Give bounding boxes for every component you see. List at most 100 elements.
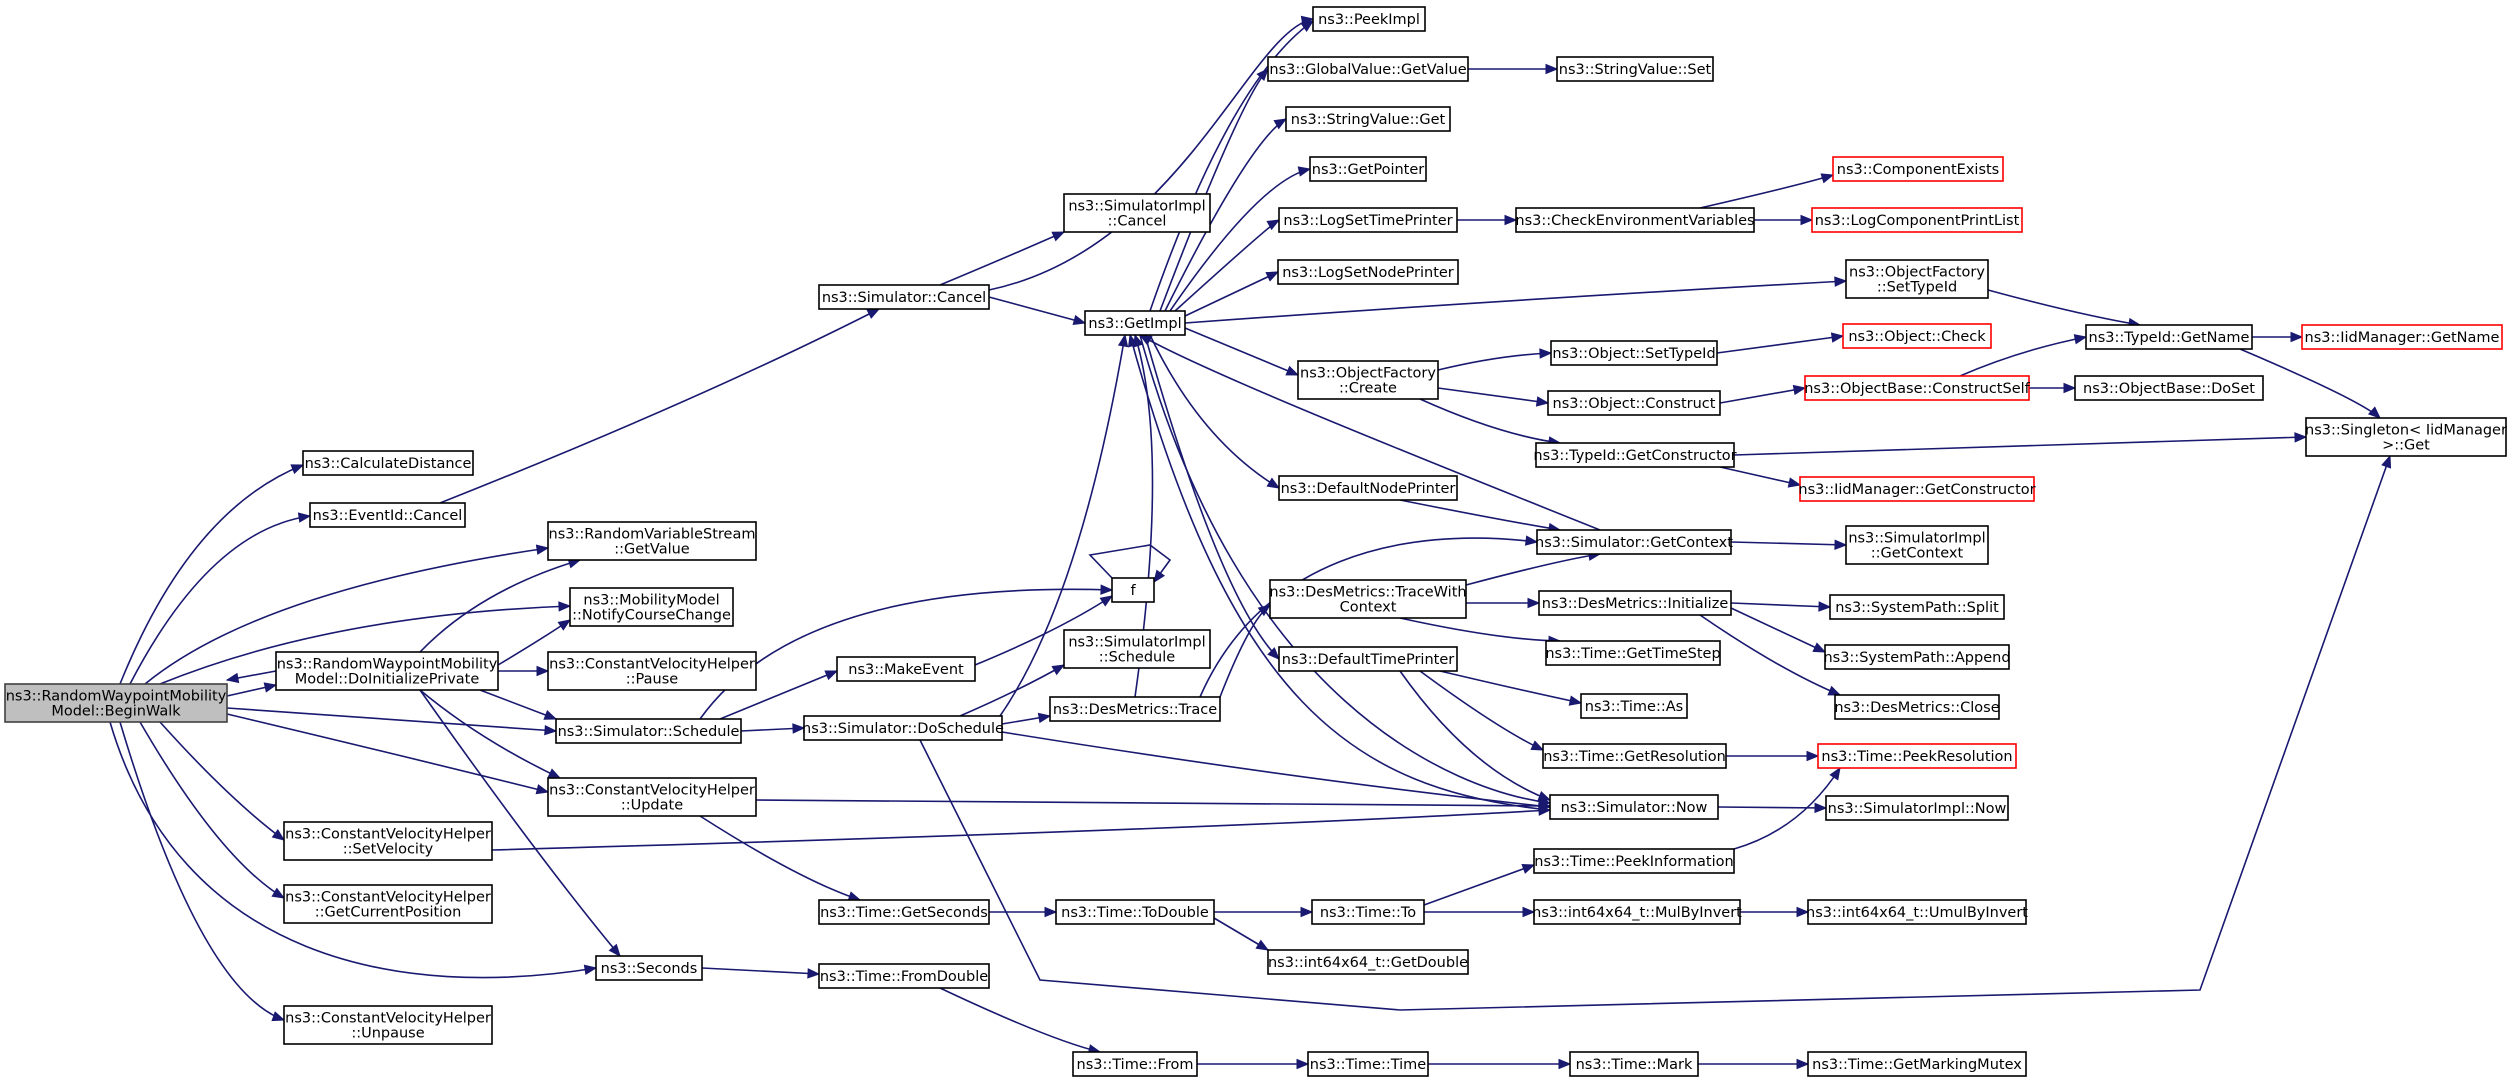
node-desminit[interactable]: ns3::DesMetrics::Initialize [1538, 590, 1732, 616]
node-gettimestep[interactable]: ns3::Time::GetTimeStep [1545, 640, 1721, 666]
node-getptr[interactable]: ns3::GetPointer [1309, 156, 1427, 182]
node-box [309, 502, 466, 528]
node-timetime[interactable]: ns3::Time::Time [1307, 1051, 1429, 1077]
node-append[interactable]: ns3::SystemPath::Append [1823, 644, 2011, 670]
node-checkenv[interactable]: ns3::CheckEnvironmentVariables [1515, 207, 1755, 233]
node-box [1550, 340, 1718, 366]
edge-deftime-to-getres [1419, 670, 1545, 751]
node-desmclose[interactable]: ns3::DesMetrics::Close [1834, 694, 2000, 720]
edge-constructself-to-dosset [2029, 382, 2077, 394]
edge-line [1419, 398, 1561, 444]
node-schedule[interactable]: ns3::Simulator::Schedule [555, 718, 742, 744]
node-deftime[interactable]: ns3::DefaultTimePrinter [1278, 646, 1458, 672]
node-todouble[interactable]: ns3::Time::ToDouble [1055, 899, 1215, 925]
node-svget[interactable]: ns3::StringValue::Get [1285, 106, 1451, 132]
node-cvhpause[interactable]: ns3::ConstantVelocityHelper::Pause [547, 651, 757, 691]
arrowhead [1812, 642, 1827, 653]
node-rvsget[interactable]: ns3::RandomVariableStream::GetValue [547, 521, 757, 561]
node-gvget[interactable]: ns3::GlobalValue::GetValue [1267, 56, 1469, 82]
node-label: ns3::Singleton< IidManager [2305, 423, 2507, 439]
node-mulbyinv[interactable]: ns3::int64x64_t::MulByInvert [1532, 899, 1742, 925]
node-label: ns3::RandomVariableStream [549, 527, 756, 543]
edge-simgetctx-to-getimpl [1138, 334, 1601, 531]
node-peekimpl[interactable]: ns3::PeekImpl [1312, 6, 1426, 32]
edge-update-to-getsecs [699, 815, 862, 902]
node-doinit[interactable]: ns3::RandomWaypointMobilityModel::DoInit… [275, 651, 499, 691]
edge-line [1139, 334, 1551, 804]
node-defnode[interactable]: ns3::DefaultNodePrinter [1278, 475, 1458, 501]
node-svset[interactable]: ns3::StringValue::Set [1556, 56, 1714, 82]
edge-line [755, 799, 1551, 807]
node-notify[interactable]: ns3::MobilityModel::NotifyCourseChange [569, 587, 734, 627]
arrowhead [271, 828, 286, 841]
node-simgetctx[interactable]: ns3::Simulator::GetContext [1535, 529, 1733, 555]
node-iidgetname[interactable]: ns3::IidManager::GetName [2301, 324, 2503, 350]
node-seconds[interactable]: ns3::Seconds [595, 955, 703, 981]
node-timeto[interactable]: ns3::Time::To [1311, 899, 1425, 925]
node-makeevent[interactable]: ns3::MakeEvent [836, 656, 976, 682]
edge-line [144, 547, 549, 685]
edge-schedule-to-makeevent [719, 670, 839, 720]
node-split[interactable]: ns3::SystemPath::Split [1829, 594, 2005, 620]
node-calcdist[interactable]: ns3::CalculateDistance [302, 450, 474, 476]
node-iidgetctor[interactable]: ns3::IidManager::GetConstructor [1798, 476, 2036, 502]
node-doschedule[interactable]: ns3::Simulator::DoSchedule [802, 715, 1004, 741]
node-objconstruct[interactable]: ns3::Object::Construct [1547, 390, 1721, 416]
arrowhead [535, 544, 550, 555]
node-timeas[interactable]: ns3::Time::As [1580, 693, 1688, 719]
edge-line [1149, 334, 1280, 489]
node-evcancel[interactable]: ns3::EventId::Cancel [309, 502, 466, 528]
node-tidgetctor[interactable]: ns3::TypeId::GetConstructor [1533, 442, 1737, 468]
arrowhead [1524, 535, 1539, 546]
node-label: ns3::ComponentExists [1837, 162, 2000, 178]
node-label: ns3::LogComponentPrintList [1815, 213, 2020, 229]
node-box [275, 651, 499, 691]
node-getdouble[interactable]: ns3::int64x64_t::GetDouble [1267, 949, 1469, 975]
node-ofcreate[interactable]: ns3::ObjectFactory::Create [1297, 360, 1439, 400]
node-lognode[interactable]: ns3::LogSetNodePrinter [1277, 259, 1459, 285]
node-desmtrace[interactable]: ns3::DesMetrics::Trace [1049, 696, 1221, 722]
node-setvel[interactable]: ns3::ConstantVelocityHelper::SetVelocity [283, 821, 493, 861]
node-logtime[interactable]: ns3::LogSetTimePrinter [1278, 207, 1458, 233]
node-fromdouble[interactable]: ns3::Time::FromDouble [818, 963, 990, 989]
node-objsettid[interactable]: ns3::Object::SetTypeId [1550, 340, 1718, 366]
node-constructself[interactable]: ns3::ObjectBase::ConstructSelf [1804, 375, 2031, 401]
arrowhead [290, 464, 305, 475]
node-getres[interactable]: ns3::Time::GetResolution [1542, 743, 1727, 769]
node-getimpl[interactable]: ns3::GetImpl [1084, 310, 1186, 336]
node-update[interactable]: ns3::ConstantVelocityHelper::Update [547, 777, 757, 817]
edge-line [1169, 168, 1311, 312]
node-ofsettid[interactable]: ns3::ObjectFactory::SetTypeId [1845, 259, 1989, 299]
node-simimplsched[interactable]: ns3::SimulatorImpl::Schedule [1063, 629, 1211, 669]
node-box [836, 656, 976, 682]
node-getsecs[interactable]: ns3::Time::GetSeconds [818, 899, 990, 925]
node-getmarkmutex[interactable]: ns3::Time::GetMarkingMutex [1807, 1051, 2027, 1077]
node-compexists[interactable]: ns3::ComponentExists [1832, 156, 2004, 182]
node-umulbyinv[interactable]: ns3::int64x64_t::UmulByInvert [1806, 899, 2028, 925]
node-tidgetname[interactable]: ns3::TypeId::GetName [2085, 324, 2253, 350]
node-simnow[interactable]: ns3::Simulator::Now [1549, 794, 1719, 820]
node-simimplcancel[interactable]: ns3::SimulatorImpl::Cancel [1063, 193, 1211, 233]
node-simcancel[interactable]: ns3::Simulator::Cancel [818, 284, 990, 310]
node-simimplgetctx[interactable]: ns3::SimulatorImpl::GetContext [1845, 525, 1989, 565]
node-objcheck[interactable]: ns3::Object::Check [1842, 323, 1992, 349]
node-timemark[interactable]: ns3::Time::Mark [1569, 1051, 1699, 1077]
node-simimplnow[interactable]: ns3::SimulatorImpl::Now [1825, 795, 2009, 821]
node-f[interactable]: f [1111, 577, 1155, 603]
node-logcomplist[interactable]: ns3::LogComponentPrintList [1811, 207, 2023, 233]
edge-line [119, 464, 304, 685]
node-dosset[interactable]: ns3::ObjectBase::DoSet [2074, 375, 2264, 401]
edge-line [988, 18, 1314, 291]
node-peekinfo[interactable]: ns3::Time::PeekInformation [1533, 848, 1735, 874]
node-root[interactable]: ns3::RandomWaypointMobilityModel::BeginW… [4, 683, 228, 723]
edge-line [919, 455, 2391, 1011]
edge-todouble-to-timeto [1214, 906, 1314, 918]
node-label: ns3::LogSetNodePrinter [1282, 265, 1454, 281]
node-unpause[interactable]: ns3::ConstantVelocityHelper::Unpause [283, 1005, 493, 1045]
node-timefrom[interactable]: ns3::Time::From [1072, 1051, 1198, 1077]
node-singleton[interactable]: ns3::Singleton< IidManager>::Get [2305, 417, 2507, 457]
node-getpos[interactable]: ns3::ConstantVelocityHelper::GetCurrentP… [283, 884, 493, 924]
edge-line [1730, 602, 1831, 608]
node-peekres[interactable]: ns3::Time::PeekResolution [1817, 743, 2017, 769]
